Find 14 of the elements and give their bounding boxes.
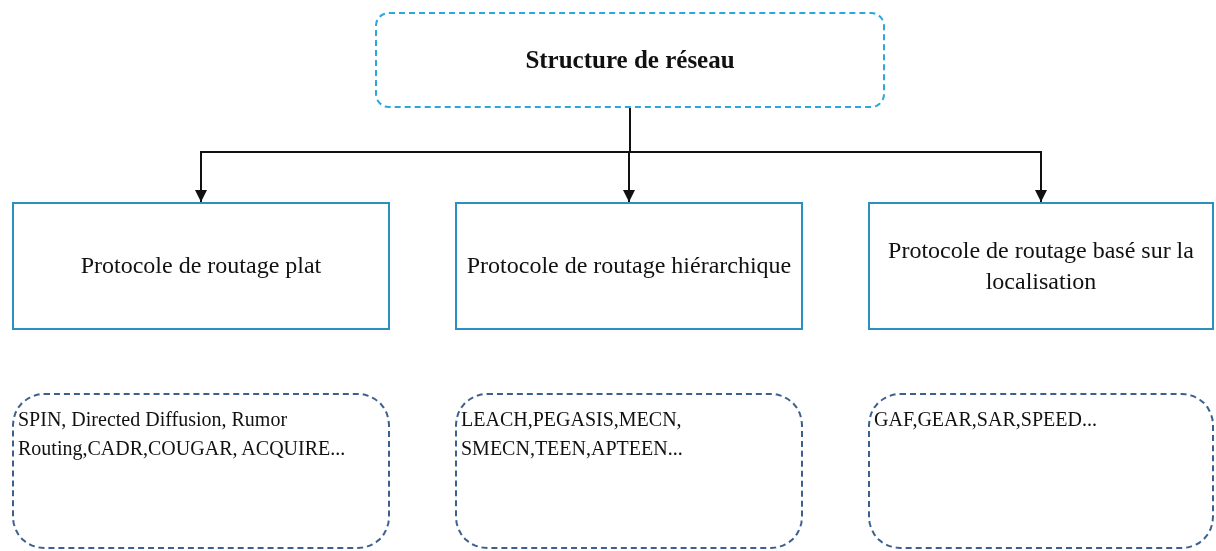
category-box (12, 202, 390, 330)
examples-box (455, 393, 803, 549)
title-box (375, 12, 885, 108)
node-text: SPIN, Directed Diffusion, Rumor Routing,CADR,COUGAR, ACQUIRE... (18, 407, 347, 462)
examples-box (12, 393, 390, 549)
node-text: Protocole de routage basé sur la localisation (887, 235, 1195, 296)
node-text: Protocole de routage plat (80, 251, 322, 281)
node-text: LEACH,PEGASIS,MECN, SMECN,TEEN,APTEEN... (461, 407, 684, 461)
category-box (868, 202, 1214, 330)
node-text: Structure de réseau (525, 46, 735, 74)
category-box (455, 202, 803, 330)
examples-box (868, 393, 1214, 549)
node-text: Protocole de routage hiérarchique (466, 251, 792, 281)
node-text: GAF,GEAR,SAR,SPEED... (874, 407, 1097, 432)
